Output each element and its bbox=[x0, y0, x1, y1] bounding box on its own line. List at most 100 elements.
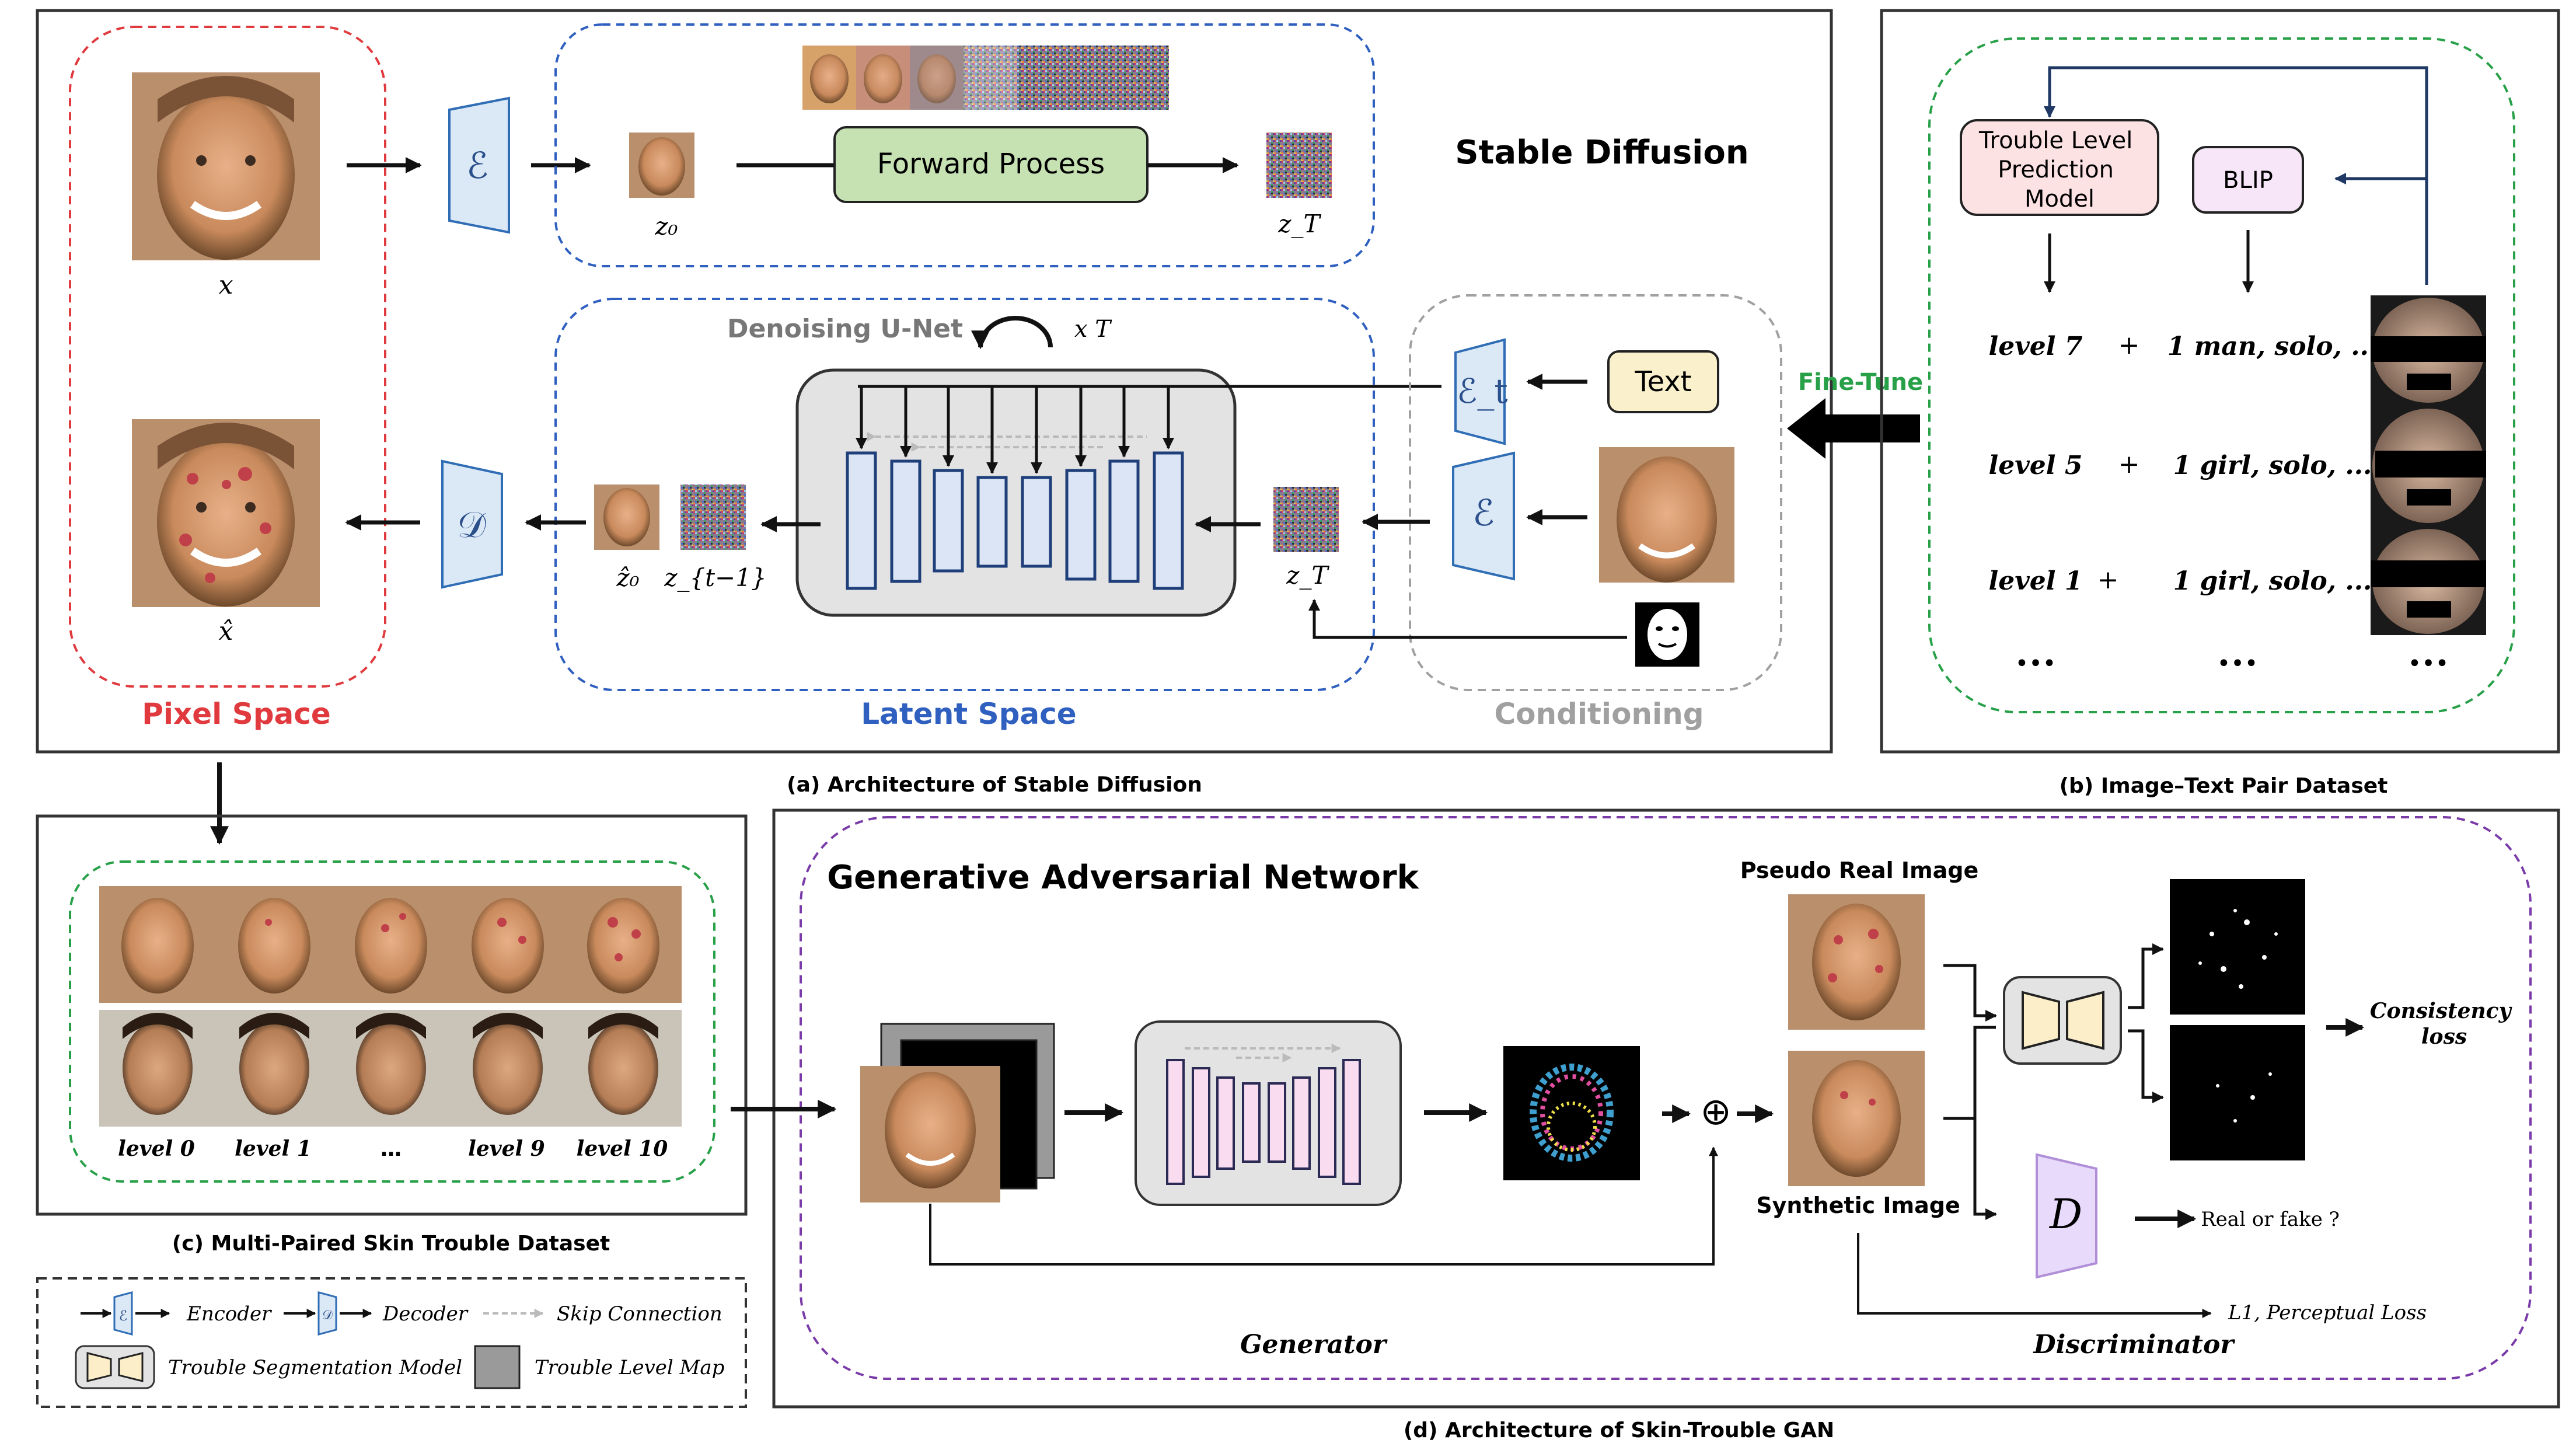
blip-label: BLIP bbox=[2223, 167, 2273, 194]
row-text: 1 girl, solo, ... bbox=[2173, 451, 2372, 480]
real-or-fake-label: Real or fake ? bbox=[2201, 1208, 2340, 1231]
panel-b-caption: (b) Image–Text Pair Dataset bbox=[2060, 774, 2388, 798]
seg-map-synthetic bbox=[2170, 1025, 2305, 1160]
dataset-row-1: level 5 + 1 girl, solo, ... bbox=[1989, 449, 2372, 480]
unet-blocks bbox=[846, 451, 1184, 590]
legend-seg-model: Trouble Segmentation Model bbox=[75, 1345, 462, 1389]
panel-c-caption: (c) Multi-Paired Skin Trouble Dataset bbox=[172, 1232, 610, 1256]
forward-process-region bbox=[554, 23, 1375, 267]
stable-diffusion-title: Stable Diffusion bbox=[1455, 134, 1748, 172]
legend-decoder-label: Decoder bbox=[382, 1302, 469, 1326]
latent-space-box bbox=[554, 298, 1375, 691]
trouble-model-label: Trouble Level Prediction Model bbox=[1978, 127, 2140, 212]
text-input-box bbox=[1607, 350, 1719, 413]
add-operator-icon: ⊕ bbox=[1700, 1090, 1732, 1134]
seg-model-encoder bbox=[2022, 991, 2060, 1050]
synthetic-image bbox=[1788, 1051, 1925, 1186]
decoder-glyph: 𝒟 bbox=[457, 503, 486, 546]
zT-input-noise-image bbox=[1273, 487, 1339, 552]
row-plus: + bbox=[2118, 330, 2140, 360]
reconstructed-face-image bbox=[132, 419, 320, 607]
row-text: 1 girl, solo, ... bbox=[2173, 566, 2372, 596]
discriminator-glyph: D bbox=[2048, 1190, 2082, 1238]
conditioning-label: Conditioning bbox=[1494, 697, 1704, 731]
x-label: x bbox=[219, 270, 233, 300]
dataset-region bbox=[1928, 37, 2515, 713]
row-plus: + bbox=[2118, 449, 2140, 479]
discriminator-label: Discriminator bbox=[2033, 1330, 2236, 1360]
encoder-shape bbox=[448, 96, 510, 234]
panel-d-caption: (d) Architecture of Skin-Trouble GAN bbox=[1404, 1418, 1834, 1442]
gan-region bbox=[800, 816, 2532, 1380]
legend-decoder: 𝒟 Decoder bbox=[284, 1291, 469, 1336]
zhat0-label: ẑ₀ bbox=[616, 563, 640, 592]
ellipsis-2: ••• bbox=[2217, 650, 2259, 677]
image-encoder-glyph: ℰ bbox=[1472, 492, 1495, 534]
forward-process-label: Forward Process bbox=[877, 148, 1105, 180]
legend-encoder-label: Encoder bbox=[186, 1302, 272, 1326]
pixel-space-label: Pixel Space bbox=[142, 697, 331, 731]
panel-a-caption: (a) Architecture of Stable Diffusion bbox=[787, 773, 1202, 797]
finetune-arrow bbox=[1787, 398, 1920, 459]
male-face-strip bbox=[99, 1010, 682, 1127]
legend-encoder: ℰ Encoder bbox=[81, 1291, 272, 1336]
finetune-label: Fine-Tune bbox=[1798, 369, 1923, 396]
row-text: 1 man, solo, ... bbox=[2167, 332, 2378, 361]
consistency-loss-label: Consistency loss bbox=[2370, 999, 2518, 1049]
z0-label: z₀ bbox=[655, 212, 678, 240]
decoder-shape bbox=[441, 459, 503, 589]
zT-input-label: z_T bbox=[1286, 561, 1329, 590]
row-plus: + bbox=[2097, 565, 2119, 595]
l1-loss-label: L1, Perceptual Loss bbox=[2228, 1301, 2427, 1324]
skin-closeup-images bbox=[2371, 295, 2486, 635]
trouble-model-box bbox=[1960, 119, 2159, 216]
skip-connections bbox=[867, 432, 1147, 452]
level-label-0: level 0 bbox=[118, 1137, 195, 1161]
image-encoder-shape bbox=[1452, 451, 1515, 581]
conditioning-box bbox=[1409, 294, 1782, 691]
seg-map-real bbox=[2170, 879, 2305, 1015]
trouble-level-map-image bbox=[1503, 1046, 1640, 1180]
svg-text:𝒟: 𝒟 bbox=[322, 1308, 333, 1323]
latent-space-label: Latent Space bbox=[861, 697, 1076, 731]
row-level: level 5 bbox=[1989, 451, 2083, 480]
row-level: level 1 bbox=[1989, 566, 2083, 596]
legend-skip-label: Skip Connection bbox=[557, 1302, 722, 1326]
conditioning-lines bbox=[856, 385, 1441, 474]
legend-level-label: Trouble Level Map bbox=[535, 1356, 724, 1379]
z0-latent-image bbox=[629, 133, 694, 198]
gan-title: Generative Adversarial Network bbox=[827, 859, 1420, 897]
panel-a-frame bbox=[36, 9, 1833, 754]
generator-unet-blocks bbox=[1166, 1059, 1361, 1185]
panel-c-frame bbox=[36, 814, 748, 1216]
text-input-label: Text bbox=[1634, 365, 1691, 398]
legend-skip: Skip Connection bbox=[483, 1302, 722, 1326]
zt1-noise-image bbox=[680, 485, 746, 550]
level-label-3: level 9 bbox=[468, 1137, 545, 1161]
zT-noise-image bbox=[1266, 133, 1332, 198]
ellipsis-1: ••• bbox=[2015, 650, 2057, 677]
panel-b-frame bbox=[1880, 9, 2560, 754]
level-label-2: … bbox=[381, 1137, 402, 1161]
seg-model-decoder bbox=[2066, 991, 2104, 1050]
zT-label: z_T bbox=[1277, 210, 1321, 238]
input-face-image bbox=[132, 72, 320, 260]
times-T-label: x T bbox=[1074, 316, 1112, 343]
paired-dataset-region bbox=[69, 860, 715, 1183]
generator-input-stack bbox=[860, 1023, 1055, 1202]
synthetic-label: Synthetic Image bbox=[1756, 1193, 1960, 1218]
pseudo-real-label: Pseudo Real Image bbox=[1740, 858, 1978, 883]
conditioning-face-image bbox=[1599, 447, 1734, 583]
encoder-glyph: ℰ bbox=[466, 144, 488, 187]
pseudo-real-image bbox=[1788, 894, 1925, 1030]
ellipsis-3: ••• bbox=[2408, 650, 2449, 677]
face-mask-icon bbox=[1635, 602, 1699, 667]
row-level: level 7 bbox=[1989, 332, 2083, 361]
noise-strip-image bbox=[802, 46, 1169, 110]
legend-level-map: Trouble Level Map bbox=[474, 1345, 724, 1389]
zhat0-image bbox=[594, 485, 659, 550]
pixel-space-box bbox=[69, 26, 386, 688]
level-label-4: level 10 bbox=[577, 1137, 668, 1161]
text-encoder-glyph: ℰ_t bbox=[1457, 371, 1507, 411]
